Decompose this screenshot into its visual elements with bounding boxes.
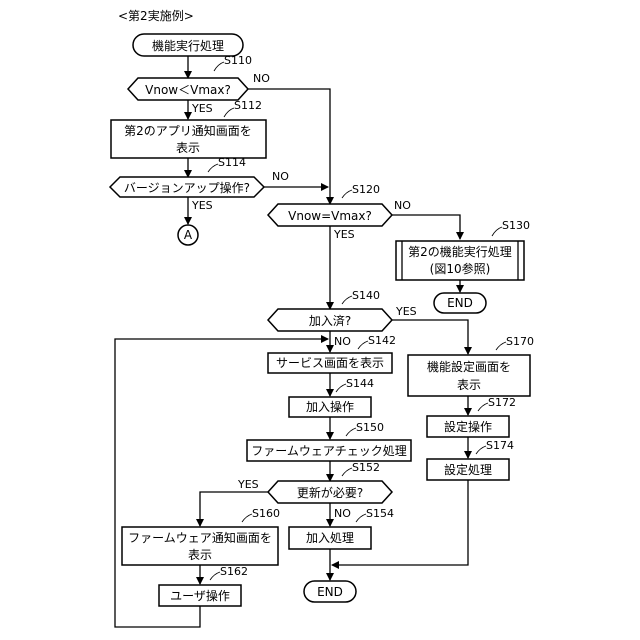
s130-line1: 第2の機能実行処理	[408, 244, 512, 259]
s120-text: Vnow=Vmax?	[288, 209, 372, 223]
s152-no-label: NO	[334, 507, 351, 520]
s144-code: S144	[346, 377, 374, 390]
predefined-process-s130: 第2の機能実行処理 (図10参照) S130	[396, 219, 530, 280]
s140-yes-label: YES	[395, 305, 417, 318]
s174-text: 設定処理	[444, 462, 492, 477]
s112-line2: 表示	[176, 141, 200, 155]
process-s150: ファームウェアチェック処理 S150	[247, 421, 411, 461]
s154-text: 加入処理	[306, 531, 354, 545]
end-terminal-main: END	[304, 581, 356, 602]
s160-code: S160	[252, 507, 280, 520]
s140-no-label: NO	[334, 335, 351, 348]
s172-text: 設定操作	[444, 419, 492, 434]
s150-text: ファームウェアチェック処理	[251, 444, 406, 458]
s170-line1: 機能設定画面を	[427, 359, 511, 374]
s114-yes-label: YES	[191, 199, 213, 212]
s110-code: S110	[224, 54, 252, 67]
connector-a: A	[178, 225, 198, 245]
connector-a-label: A	[184, 228, 193, 242]
s112-code: S112	[234, 99, 262, 112]
s162-text: ユーザ操作	[170, 588, 230, 603]
diagram-title: <第2実施例>	[118, 8, 194, 23]
process-s172: 設定操作 S172	[427, 396, 516, 437]
s140-text: 加入済?	[309, 313, 351, 328]
s162-code: S162	[220, 565, 248, 578]
decision-s114: バージョンアップ操作? S114 NO YES	[110, 156, 289, 212]
start-terminal: 機能実行処理	[133, 34, 243, 56]
s172-code: S172	[488, 396, 516, 409]
s110-no-label: NO	[253, 72, 270, 85]
s120-code: S120	[352, 183, 380, 196]
s170-code: S170	[506, 335, 534, 348]
s120-yes-label: YES	[333, 228, 355, 241]
s152-code: S152	[352, 461, 380, 474]
end-terminal-s130: END	[434, 293, 486, 313]
s152-text: 更新が必要?	[297, 485, 363, 500]
s130-code: S130	[502, 219, 530, 232]
s110-yes-label: YES	[191, 102, 213, 115]
s160-line2: 表示	[188, 548, 212, 562]
s142-text: サービス画面を表示	[276, 356, 384, 370]
end-s130-label: END	[447, 296, 473, 310]
s110-text: Vnow＜Vmax?	[145, 83, 231, 97]
process-s160: ファームウェア通知画面を 表示 S160	[122, 507, 280, 565]
s142-code: S142	[368, 334, 396, 347]
s140-code: S140	[352, 289, 380, 302]
s114-no-label: NO	[272, 170, 289, 183]
decision-s120: Vnow=Vmax? S120 NO YES	[268, 183, 411, 241]
process-s162: ユーザ操作 S162	[159, 565, 248, 606]
s114-code: S114	[218, 156, 246, 169]
s152-yes-label: YES	[237, 478, 259, 491]
process-s174: 設定処理 S174	[427, 439, 514, 480]
s120-no-label: NO	[394, 199, 411, 212]
s114-text: バージョンアップ操作?	[124, 180, 250, 195]
s174-code: S174	[486, 439, 514, 452]
s160-line1: ファームウェア通知画面を	[128, 531, 272, 545]
end-main-label: END	[317, 585, 343, 599]
s154-code: S154	[366, 507, 394, 520]
s112-line1: 第2のアプリ通知画面を	[124, 124, 252, 138]
s144-text: 加入操作	[306, 399, 354, 414]
s170-line2: 表示	[457, 378, 481, 392]
process-s142: サービス画面を表示 S142	[268, 334, 396, 373]
process-s170: 機能設定画面を 表示 S170	[408, 335, 534, 396]
s130-line2: (図10参照)	[430, 261, 491, 276]
s150-code: S150	[356, 421, 384, 434]
start-label: 機能実行処理	[152, 38, 224, 53]
process-s144: 加入操作 S144	[289, 377, 374, 417]
